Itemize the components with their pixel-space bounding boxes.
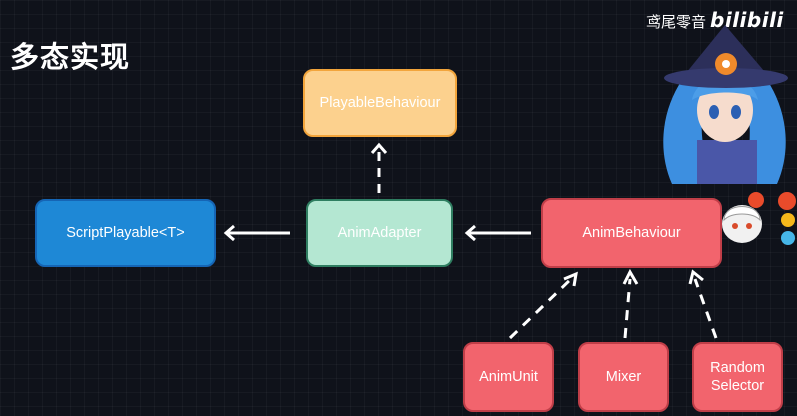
arrow-mixer-to-anim-behaviour [622,268,639,339]
bilibili-logo: bilibili [710,8,784,32]
character-sticker-image [722,192,796,245]
node-anim-behaviour: AnimBehaviour [541,198,722,268]
node-anim-unit: AnimUnit [463,342,554,412]
vtuber-avatar-image [663,25,788,184]
channel-name: 鸢尾零音 [646,13,707,31]
arrow-adapter-to-script-playable [223,224,290,242]
node-anim-adapter: AnimAdapter [306,199,453,267]
page-title: 多态实现 [10,40,131,74]
node-playable-behaviour: PlayableBehaviour [303,69,457,137]
node-random-selector: Random Selector [692,342,783,412]
node-script-playable: ScriptPlayable<T> [35,199,216,267]
arrow-anim-unit-to-anim-behaviour [508,271,578,340]
arrow-anim-behaviour-to-adapter [464,224,531,242]
node-mixer: Mixer [578,342,669,412]
arrow-adapter-to-playable-behaviour [370,142,388,193]
arrow-random-selector-to-anim-behaviour [688,269,718,339]
